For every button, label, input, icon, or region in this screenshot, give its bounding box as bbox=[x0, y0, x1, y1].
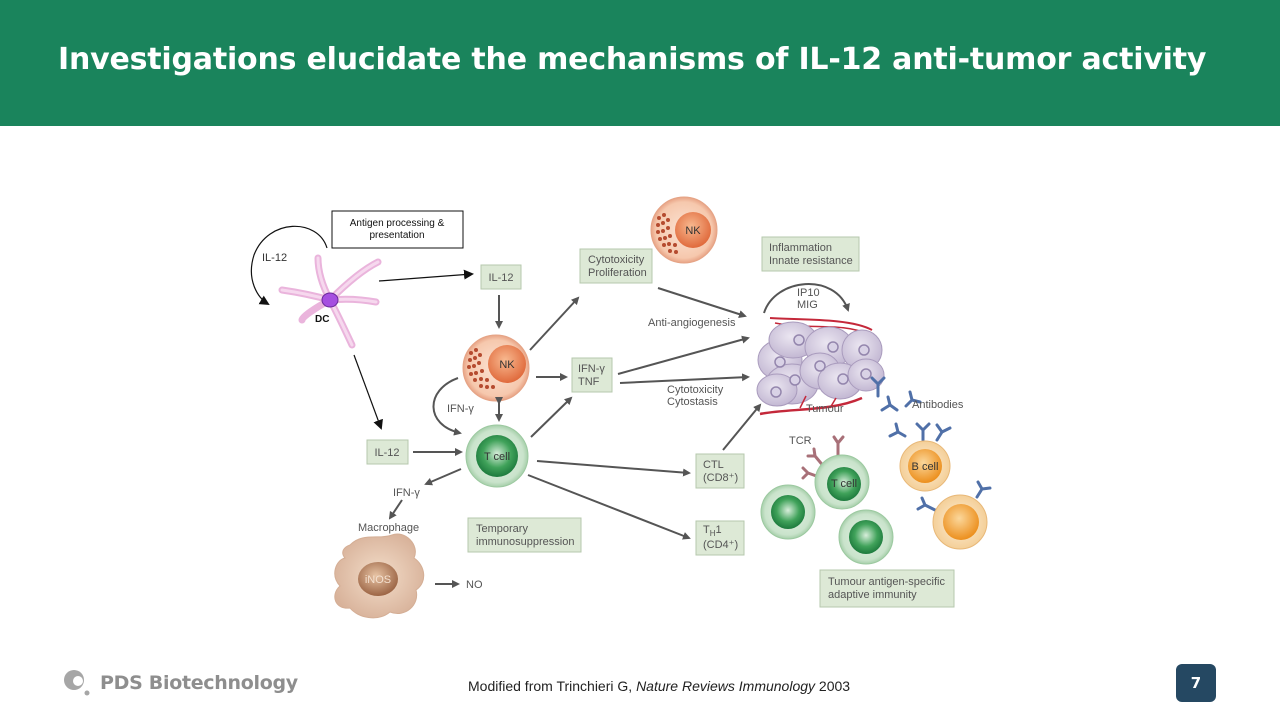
ifn-to-tumour-arrow-1 bbox=[617, 335, 750, 375]
dc-label: DC bbox=[315, 314, 329, 325]
th1-t: T bbox=[703, 524, 710, 536]
ip10-label: IP10 bbox=[797, 287, 820, 299]
il12-top-label: IL-12 bbox=[488, 272, 513, 284]
macrophage-label: Macrophage bbox=[358, 522, 419, 534]
citation-year: 2003 bbox=[815, 678, 851, 694]
logo-text: PDS Biotechnology bbox=[100, 672, 298, 694]
adaptive-immunity-box: Tumour antigen-specific adaptive immunit… bbox=[819, 569, 955, 608]
il12-autocrine-arrow bbox=[250, 225, 328, 306]
svg-text:TH1: TH1 bbox=[703, 524, 722, 538]
cd4-label: (CD4⁺) bbox=[703, 539, 738, 551]
header-bar: Investigations elucidate the mechanisms … bbox=[0, 0, 1280, 126]
tumour-label: Tumour bbox=[806, 403, 844, 415]
nk-cell-top: NK bbox=[650, 196, 718, 264]
nk-top-label: NK bbox=[685, 225, 701, 237]
t-cell-main: T cell bbox=[465, 424, 529, 488]
tcell-to-ifn-gamma-arrow bbox=[424, 468, 462, 486]
adaptive-line1: Tumour antigen-specific bbox=[828, 576, 945, 588]
b-cell: B cell bbox=[899, 440, 951, 492]
th1-sub: H bbox=[710, 529, 716, 538]
no-label: NO bbox=[466, 579, 483, 591]
temporary-label: Temporary bbox=[476, 523, 528, 535]
th1-box: TH1 (CD4⁺) bbox=[695, 520, 745, 556]
inos-label: iNOS bbox=[365, 574, 391, 586]
antibodies bbox=[870, 376, 992, 512]
company-logo: PDS Biotechnology bbox=[62, 668, 298, 698]
callout-text: Antigen processing &presentation bbox=[350, 218, 445, 241]
ctl-label: CTL bbox=[703, 459, 724, 471]
ctl-to-tumour-arrow bbox=[722, 403, 762, 451]
nk-cell-main: NK bbox=[462, 334, 530, 402]
b-cell-label: B cell bbox=[912, 461, 939, 473]
dendritic-cell: DC bbox=[278, 254, 382, 349]
il12-top-box: IL-12 bbox=[480, 264, 522, 290]
tumour-mass: Tumour bbox=[756, 317, 885, 416]
page-number-badge: 7 bbox=[1176, 664, 1216, 702]
ifn-label: IFN-γ bbox=[578, 363, 605, 375]
citation-journal: Nature Reviews Immunology bbox=[636, 678, 816, 694]
tcell-to-ifn-arrow bbox=[530, 396, 573, 438]
th1-one: 1 bbox=[716, 524, 722, 536]
ifn-to-macrophage-arrow bbox=[388, 499, 403, 520]
slide-title: Investigations elucidate the mechanisms … bbox=[58, 42, 1207, 77]
il12-left-box: IL-12 bbox=[366, 439, 409, 465]
t-cell-main-label: T cell bbox=[484, 451, 510, 463]
ctl-box: CTL (CD8⁺) bbox=[695, 453, 745, 489]
nk-main-label: NK bbox=[499, 359, 515, 371]
antibodies-label: Antibodies bbox=[912, 399, 964, 411]
tcell-to-ctl-arrow bbox=[536, 460, 691, 477]
adaptive-line2: adaptive immunity bbox=[828, 589, 917, 601]
inflammation-label: Inflammation bbox=[769, 242, 832, 254]
citation-prefix: Modified from Trinchieri G, bbox=[468, 678, 637, 694]
dc-to-il12-arrow bbox=[378, 269, 474, 282]
cytotox-label: Cytotoxicity bbox=[588, 254, 645, 266]
t-cell-small-3 bbox=[838, 509, 894, 565]
antigen-processing-callout: Antigen processing &presentation bbox=[331, 210, 464, 249]
ifn-gamma-loop-label: IFN-γ bbox=[447, 403, 474, 415]
ifn-tnf-box: IFN-γ TNF bbox=[571, 357, 613, 393]
ifn-gamma-down-label: IFN-γ bbox=[393, 487, 420, 499]
b-cell-2 bbox=[932, 494, 988, 550]
cd8-label: (CD8⁺) bbox=[703, 472, 738, 484]
pds-logo-icon bbox=[64, 670, 90, 696]
dc-to-il12-left-arrow bbox=[353, 354, 383, 430]
mig-label: MIG bbox=[797, 299, 818, 311]
cytotoxicity-label: Cytotoxicity bbox=[667, 384, 724, 396]
inflammation-box: Inflammation Innate resistance bbox=[761, 236, 860, 272]
prolif-label: Proliferation bbox=[588, 267, 647, 279]
tcell-to-th1-arrow bbox=[527, 474, 691, 540]
t-cell-small-label: T cell bbox=[831, 478, 857, 490]
immunosuppression-label: immunosuppression bbox=[476, 536, 574, 548]
tcr-label: TCR bbox=[789, 435, 812, 447]
cytotoxicity-proliferation-box: Cytotoxicity Proliferation bbox=[579, 248, 653, 284]
anti-angiogenesis-label: Anti-angiogenesis bbox=[648, 317, 736, 329]
t-cell-small-2 bbox=[760, 484, 816, 540]
tnf-label: TNF bbox=[578, 376, 600, 388]
dc-il12-label: IL-12 bbox=[262, 252, 287, 264]
nk-to-cytotox-arrow bbox=[529, 296, 580, 351]
ifn-gamma-loop-arrow bbox=[432, 377, 462, 436]
citation: Modified from Trinchieri G, Nature Revie… bbox=[468, 678, 850, 694]
innate-resistance-label: Innate resistance bbox=[769, 255, 853, 267]
t-cell-small-tcr: T cell bbox=[814, 454, 870, 510]
cytostasis-label: Cytostasis bbox=[667, 396, 718, 408]
dc-nucleus bbox=[321, 292, 339, 308]
ip10-mig-arrow bbox=[763, 283, 850, 314]
temporary-immunosuppression-box: Temporary immunosuppression bbox=[467, 517, 582, 553]
ifn-to-tumour-arrow-2 bbox=[619, 373, 750, 384]
macrophage-cell: iNOS bbox=[334, 533, 425, 619]
cytotox-to-tumour-arrow bbox=[657, 287, 747, 318]
il12-left-label: IL-12 bbox=[374, 447, 399, 459]
